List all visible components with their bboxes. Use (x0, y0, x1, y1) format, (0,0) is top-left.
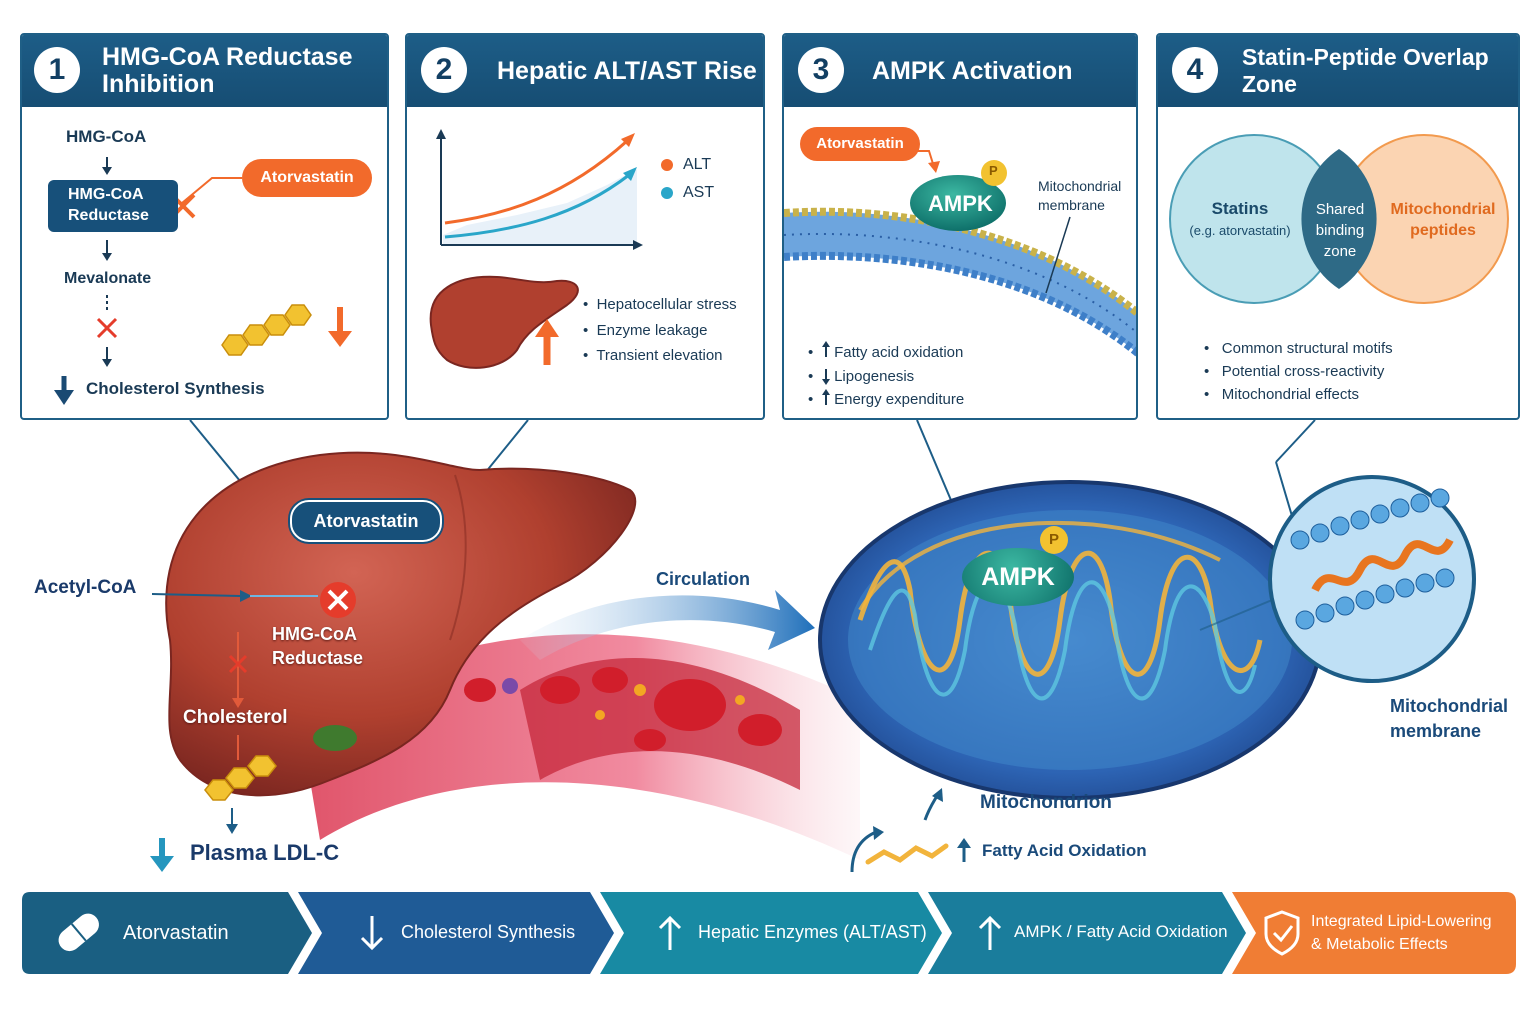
scene-ampk-badge: AMPK (962, 548, 1074, 606)
connector-line (1275, 419, 1316, 463)
acetyl-coa-label: Acetyl-CoA (34, 577, 137, 598)
bullet-item: • Transient elevation (583, 347, 723, 364)
atorvastatin-tag: Atorvastatin (800, 127, 920, 161)
panel-title: Statin-Peptide Overlap Zone (1242, 44, 1489, 97)
flow-label: AMPK / Fatty Acid Oxidation (1014, 922, 1228, 941)
fatty-acid-chain (865, 843, 949, 865)
shield-check-icon (1264, 910, 1300, 956)
inhibition-x-mark (320, 582, 356, 618)
red-blood-cells (464, 667, 782, 751)
venn-diagram (1169, 134, 1509, 304)
flow-label: Cholesterol Synthesis (401, 922, 576, 942)
venn-left-label: Statins (e.g. atorvastatin) (1189, 199, 1291, 238)
panel-header: 3 AMPK Activation (784, 35, 1136, 107)
membrane-graphic (784, 150, 1136, 405)
flow-step-1 (22, 892, 312, 974)
plasma-ldl-label: Plasma LDL-C (190, 840, 340, 865)
panel-header: 2 Hepatic ALT/AST Rise (407, 35, 763, 107)
panel-title: AMPK Activation (872, 56, 1073, 85)
cristae (857, 550, 1263, 677)
liver-icon (429, 275, 579, 369)
down-arrow-icon (360, 916, 384, 951)
liver-atorvastatin-tag: Atorvastatin (290, 500, 442, 542)
circulation-arrow (520, 590, 815, 660)
bullet-item: • Common structural motifs (1204, 340, 1393, 357)
alt-line (444, 139, 629, 225)
hmgcoa-label: HMG-CoA (66, 127, 147, 146)
panel-overlap-zone: 4 Statin-Peptide Overlap Zone Statins (e… (1156, 33, 1520, 420)
cholesterol-synthesis-label: Cholesterol Synthesis (86, 379, 265, 398)
flow-label: Integrated Lipid-Lowering& Metabolic Eff… (1311, 913, 1492, 953)
mevalonate-label: Mevalonate (64, 270, 152, 287)
flow-step-5 (1232, 892, 1516, 974)
scene-phosphate-badge: P (1040, 526, 1068, 554)
panel-alt-ast-rise: 2 Hepatic ALT/AST Rise ALT AST • Hepatoc… (405, 33, 765, 420)
mitochondrion-label: Mitochondrion (980, 792, 1112, 813)
pill-icon (58, 913, 99, 952)
bullet-item: • Potential cross-reactivity (1204, 363, 1385, 380)
ampk-label: AMPK (928, 191, 993, 216)
flow-label: Hepatic Enzymes (ALT/AST) (698, 922, 927, 942)
bullet-item: • Mitochondrial effects (1204, 386, 1360, 403)
pathway-graphic (54, 157, 352, 405)
peptide-helix (1311, 537, 1454, 593)
flow-step-2 (298, 892, 614, 974)
panel-ampk-activation: 3 AMPK Activation Atorvastatin AMPK P Mi… (782, 33, 1138, 420)
bullet-item: • Hepatocellular stress (583, 296, 737, 313)
up-arrow-icon (957, 838, 971, 862)
circulation-label: Circulation (656, 569, 751, 589)
atorvastatin-tag: Atorvastatin (242, 159, 372, 197)
legend-ast: AST (683, 184, 715, 201)
bullet-item: • Enzyme leakage (583, 322, 708, 339)
enzyme-trend-chart (429, 129, 673, 369)
up-arrow-icon (978, 915, 1002, 950)
down-arrow-icon (150, 838, 174, 872)
cholesterol-molecule (204, 755, 277, 801)
step-number-badge: 1 (34, 47, 80, 93)
fatty-acid-oxidation-label: Fatty Acid Oxidation (982, 841, 1147, 860)
membrane-bilayer (1290, 488, 1455, 630)
step-number-badge: 3 (798, 47, 844, 93)
ast-line (444, 173, 630, 239)
legend-alt: ALT (683, 156, 712, 173)
flow-bar (22, 892, 1516, 974)
panel-title: Hepatic ALT/AST Rise (497, 56, 757, 85)
cholesterol-label: Cholesterol (183, 707, 288, 728)
panel-header: 4 Statin-Peptide Overlap Zone (1158, 35, 1518, 107)
flow-label: Atorvastatin (123, 922, 229, 944)
bullet-item: • Energy expenditure (808, 391, 965, 408)
flow-step-4 (928, 892, 1246, 974)
phosphate-badge: P (989, 163, 998, 178)
step-number-badge: 4 (1172, 47, 1218, 93)
up-arrow-icon (658, 915, 682, 950)
flow-step-3 (600, 892, 942, 974)
vessel-lumen (520, 657, 800, 790)
bullet-item: • Lipogenesis (808, 368, 915, 385)
bullet-item: • Fatty acid oxidation (808, 344, 964, 361)
step-number-badge: 2 (421, 47, 467, 93)
